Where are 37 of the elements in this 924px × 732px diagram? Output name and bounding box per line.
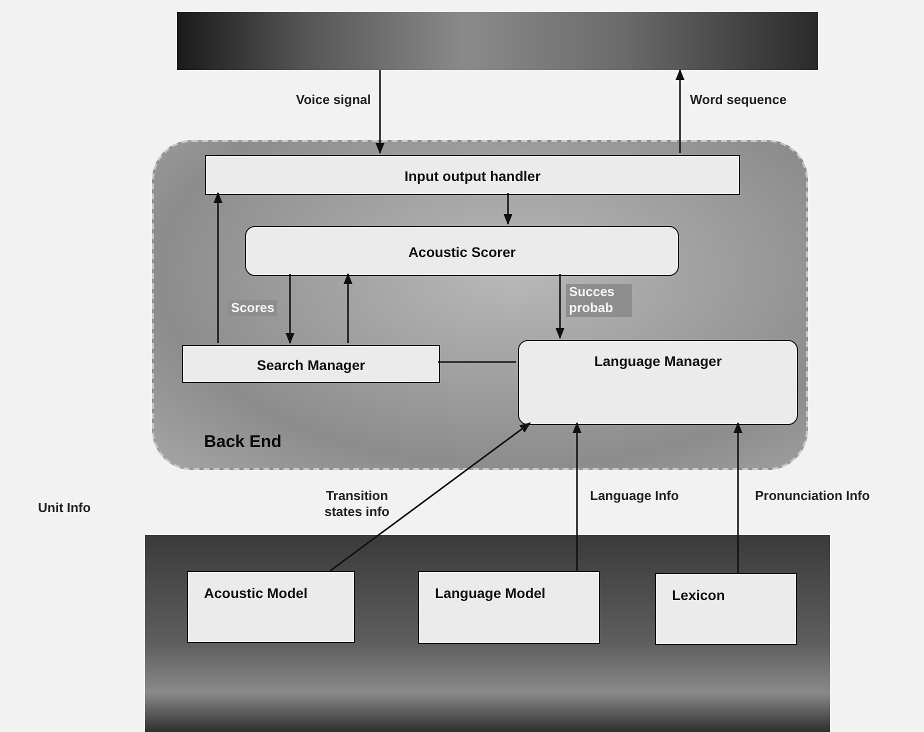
panel-title: Back End xyxy=(204,432,282,452)
process-box xyxy=(187,571,355,643)
arrow xyxy=(214,192,222,343)
edge-label: Scores xyxy=(228,300,278,316)
process-box xyxy=(205,155,740,195)
edge-label: Succes probab xyxy=(566,284,632,316)
arrow xyxy=(330,422,531,572)
edge-label: Word sequence xyxy=(690,92,787,108)
box-label: Input output handler xyxy=(403,168,542,184)
process-box xyxy=(418,571,600,644)
process-box xyxy=(518,340,798,425)
arrow xyxy=(376,70,384,154)
process-box xyxy=(655,573,797,645)
edge-label: Voice signal xyxy=(296,92,371,108)
arrow xyxy=(734,422,742,573)
edge-label: Pronunciation Info xyxy=(755,488,870,504)
process-box xyxy=(245,226,679,276)
back-end-panel xyxy=(152,140,808,470)
box-label: Search Manager xyxy=(256,356,366,372)
process-box xyxy=(182,345,440,383)
arrow xyxy=(344,272,352,343)
box-label: Language Manager xyxy=(593,353,723,369)
arrow xyxy=(572,422,582,571)
front-end-bar xyxy=(177,12,818,70)
arrow xyxy=(286,274,294,344)
arrow xyxy=(504,193,512,226)
arrow xyxy=(556,274,564,340)
box-label: Language Model xyxy=(435,584,546,602)
knowledge-base-panel xyxy=(145,535,830,732)
edge-label: Transition states info xyxy=(323,488,390,520)
edge-label: Language Info xyxy=(590,488,679,504)
box-label: Acoustic Model xyxy=(204,584,308,602)
box-label: Lexicon xyxy=(672,586,726,604)
note-label: Unit Info xyxy=(38,500,91,516)
arrow xyxy=(676,68,684,153)
box-label: Acoustic Scorer xyxy=(407,244,517,260)
connector-line xyxy=(438,361,516,363)
